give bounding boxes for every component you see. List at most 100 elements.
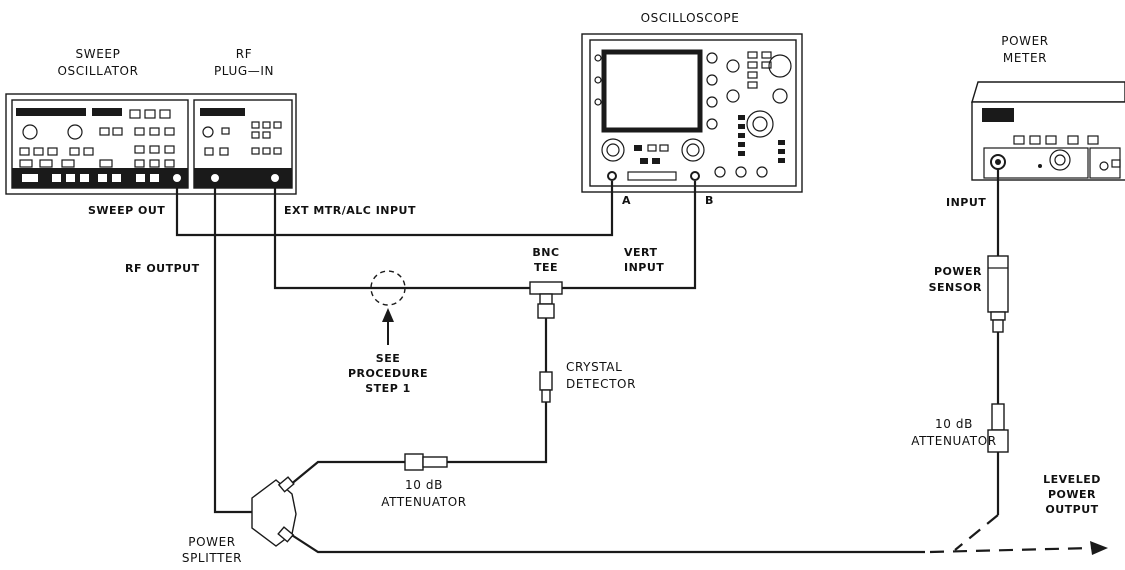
oscilloscope — [581, 33, 803, 193]
meter-key — [1045, 135, 1057, 145]
scope-time-knob-inner — [752, 116, 768, 132]
bnc-tee — [529, 281, 563, 319]
sweep-key — [149, 127, 160, 136]
meter-key — [1013, 135, 1025, 145]
power-meter-logo — [982, 108, 1014, 122]
scope-key-dark — [778, 149, 785, 154]
scope-intensity-knob — [768, 54, 792, 78]
meter-input-connector-pin — [995, 159, 1001, 165]
sweep-bottom-key — [22, 174, 38, 182]
sweep-key — [99, 127, 110, 136]
sweep-key — [33, 147, 44, 156]
power-sensor-body — [987, 255, 1009, 313]
bnc-tee-body — [529, 281, 563, 295]
channel-a-label: A — [622, 194, 631, 207]
meter-led — [1038, 164, 1042, 168]
power-meter — [971, 81, 1125, 181]
power-sensor-collar — [990, 311, 1006, 321]
rf-key — [204, 147, 214, 156]
rf-output-to-splitter-wire — [213, 183, 252, 514]
sensor-connect-dashed-line — [954, 514, 999, 551]
rf-key — [262, 131, 271, 139]
scope-dot — [594, 54, 602, 62]
scope-time-knob — [746, 110, 774, 138]
meter-small-connector — [1099, 161, 1109, 171]
scope-knob — [714, 166, 726, 178]
power-sensor-label-2: SENSOR — [929, 281, 982, 294]
bnc-tee-label-2: TEE — [534, 261, 558, 274]
crystal-detector — [539, 371, 553, 403]
sweep-out-to-scope-a-wire — [175, 181, 614, 237]
sweep-bottom-key — [150, 174, 159, 182]
sweep-key — [19, 147, 30, 156]
scope-knob — [756, 166, 768, 178]
attenuator-left-label-1: 10 dB — [405, 478, 443, 492]
scope-knob — [726, 89, 740, 103]
sweep-key — [39, 159, 53, 168]
sweep-key — [164, 127, 175, 136]
leveled-output-dashed-line — [929, 546, 1093, 554]
sweep-out-label: SWEEP OUT — [88, 204, 165, 217]
power-meter-label-1: POWER — [1001, 34, 1048, 48]
sweep-oscillator-label-1: SWEEP — [76, 47, 121, 61]
sweep-key — [129, 109, 141, 119]
rf-key — [262, 147, 271, 155]
power-sensor-label-1: POWER — [934, 265, 982, 278]
rf-key — [262, 121, 271, 129]
leveled-power-output-label-3: OUTPUT — [1045, 503, 1098, 516]
power-meter-label-2: METER — [1003, 51, 1047, 65]
sweep-key — [149, 159, 160, 168]
see-procedure-marker-circle — [370, 270, 406, 306]
scope-key-dark — [738, 133, 745, 138]
splitter-output-solid-wire — [283, 529, 925, 554]
rf-key — [273, 121, 282, 129]
sweep-bottom-key — [98, 174, 107, 182]
power-sensor-connector — [992, 319, 1004, 333]
attenuator-right — [987, 403, 1009, 453]
bnc-tee-stem — [539, 293, 553, 305]
sweep-key — [134, 145, 145, 154]
meter-key — [1029, 135, 1041, 145]
meter-cal-knob-inner — [1054, 154, 1066, 166]
attenuator-to-detector-wire — [424, 402, 548, 464]
attenuator-right-body — [987, 429, 1009, 453]
sweep-key — [47, 147, 58, 156]
scope-key — [747, 81, 758, 89]
scope-key-dark — [652, 158, 660, 164]
leveled-power-output-label-1: LEVELED — [1043, 473, 1101, 486]
sweep-bottom-key — [80, 174, 89, 182]
scope-key-dark — [778, 158, 785, 163]
scope-dot — [594, 98, 602, 106]
bnc-tee-label-1: BNC — [532, 246, 559, 259]
power-splitter-port-2 — [277, 526, 295, 543]
crystal-detector-tip — [541, 389, 551, 403]
scope-key — [747, 61, 758, 69]
power-sensor — [987, 255, 1009, 333]
sweep-key — [99, 159, 113, 168]
scope-knob — [735, 166, 747, 178]
rf-key — [273, 147, 282, 155]
scope-key-dark — [634, 145, 642, 151]
meter-key — [1111, 159, 1121, 168]
scope-knob — [706, 96, 718, 108]
sweep-key — [112, 127, 123, 136]
power-splitter-label-2: SPLITTER — [182, 551, 242, 565]
sweep-knob-1 — [22, 124, 38, 140]
rf-output-connector — [209, 172, 221, 184]
rf-plugin-label-2: PLUG—IN — [214, 64, 274, 78]
sweep-key — [61, 159, 75, 168]
rf-plugin-bottom-strip — [194, 168, 292, 188]
meter-key — [1087, 135, 1099, 145]
sweep-knob-2 — [67, 124, 83, 140]
power-splitter-port-1 — [277, 476, 295, 493]
rf-output-label: RF OUTPUT — [125, 262, 200, 275]
scope-key — [747, 71, 758, 79]
scope-key — [761, 61, 772, 69]
scope-knob — [706, 74, 718, 86]
crystal-detector-label-1: CRYSTAL — [566, 360, 622, 374]
sweep-key — [83, 147, 94, 156]
rf-key — [221, 127, 230, 135]
vert-input-label-1: VERT — [624, 246, 658, 259]
sweep-oscillator-label-2: OSCILLATOR — [57, 64, 138, 78]
scope-dot — [594, 76, 602, 84]
